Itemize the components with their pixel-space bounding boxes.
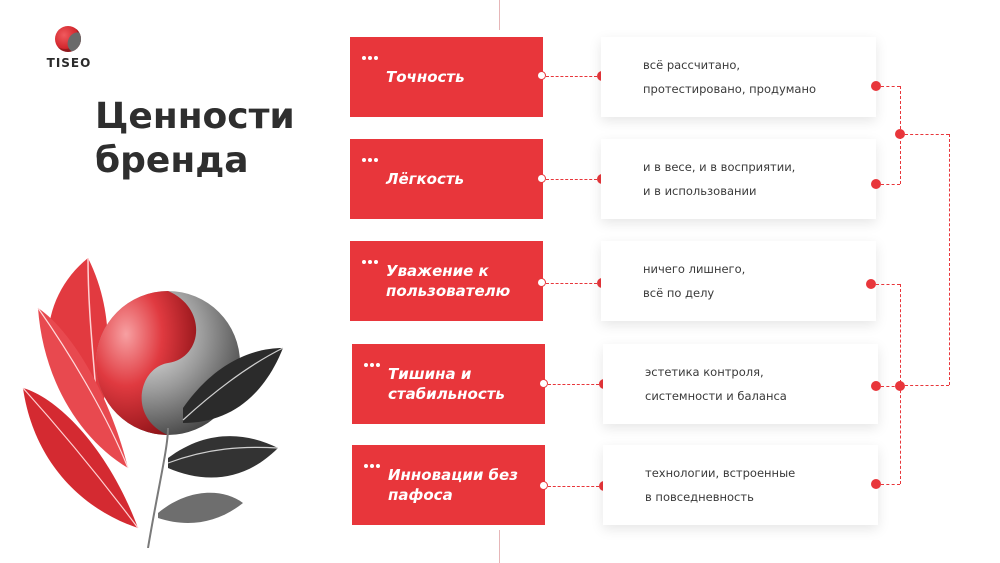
connector-start xyxy=(537,174,546,183)
connector-line xyxy=(546,283,597,284)
description-card-stability: эстетика контроля, системности и баланса xyxy=(603,344,878,424)
value-card-precision: Точность xyxy=(350,37,543,117)
description-card-respect: ничего лишнего, всё по делу xyxy=(601,241,876,321)
connector-line xyxy=(548,384,599,385)
value-card-lightness: Лёгкость xyxy=(350,139,543,219)
value-card-innovation: Инновации без пафоса xyxy=(352,445,545,525)
connector-line xyxy=(546,76,597,77)
bracket-line xyxy=(949,134,950,385)
connector-start xyxy=(539,481,548,490)
description-card-innovation: технологии, встроенные в повседневность xyxy=(603,445,878,525)
divider-bottom xyxy=(499,530,500,563)
bracket-line xyxy=(905,134,949,135)
bracket-dot-5 xyxy=(871,479,881,489)
connector-start xyxy=(539,379,548,388)
description-card-precision: всё рассчитано, протестировано, продуман… xyxy=(601,37,876,117)
bracket-line xyxy=(881,86,900,87)
connector-start xyxy=(537,278,546,287)
bracket-dot-1 xyxy=(871,81,881,91)
value-description: ничего лишнего, всё по делу xyxy=(643,241,863,321)
connector-start xyxy=(537,71,546,80)
bracket-line xyxy=(881,484,900,485)
dots-icon xyxy=(362,249,382,255)
value-card-stability: Тишина и стабильность xyxy=(352,344,545,424)
connector-line xyxy=(548,486,599,487)
flower-illustration-icon xyxy=(18,248,298,548)
page-title: Ценности бренда xyxy=(95,95,345,183)
connector-line xyxy=(546,179,597,180)
dots-icon xyxy=(362,147,382,153)
bracket-line xyxy=(881,184,900,185)
value-label: Уважение к пользователю xyxy=(386,241,536,321)
dots-icon xyxy=(362,45,382,51)
value-label: Тишина и стабильность xyxy=(388,344,538,424)
value-description: и в весе, и в восприятии, и в использова… xyxy=(643,139,863,219)
description-card-lightness: и в весе, и в восприятии, и в использова… xyxy=(601,139,876,219)
bracket-line xyxy=(876,284,900,285)
tiseo-logo-icon xyxy=(55,26,81,52)
brand-logo-text: TISEO xyxy=(42,56,96,70)
dots-icon xyxy=(364,453,384,459)
bracket-dot-3 xyxy=(866,279,876,289)
value-label: Инновации без пафоса xyxy=(388,445,538,525)
bracket-node-bottom xyxy=(895,381,905,391)
value-label: Точность xyxy=(386,37,536,117)
divider-top xyxy=(499,0,500,30)
value-card-respect: Уважение к пользователю xyxy=(350,241,543,321)
dots-icon xyxy=(364,352,384,358)
value-description: всё рассчитано, протестировано, продуман… xyxy=(643,37,863,117)
bracket-line xyxy=(905,385,949,386)
value-description: эстетика контроля, системности и баланса xyxy=(645,344,865,424)
bracket-node-top xyxy=(895,129,905,139)
bracket-dot-4 xyxy=(871,381,881,391)
bracket-dot-2 xyxy=(871,179,881,189)
value-description: технологии, встроенные в повседневность xyxy=(645,445,865,525)
value-label: Лёгкость xyxy=(386,139,536,219)
